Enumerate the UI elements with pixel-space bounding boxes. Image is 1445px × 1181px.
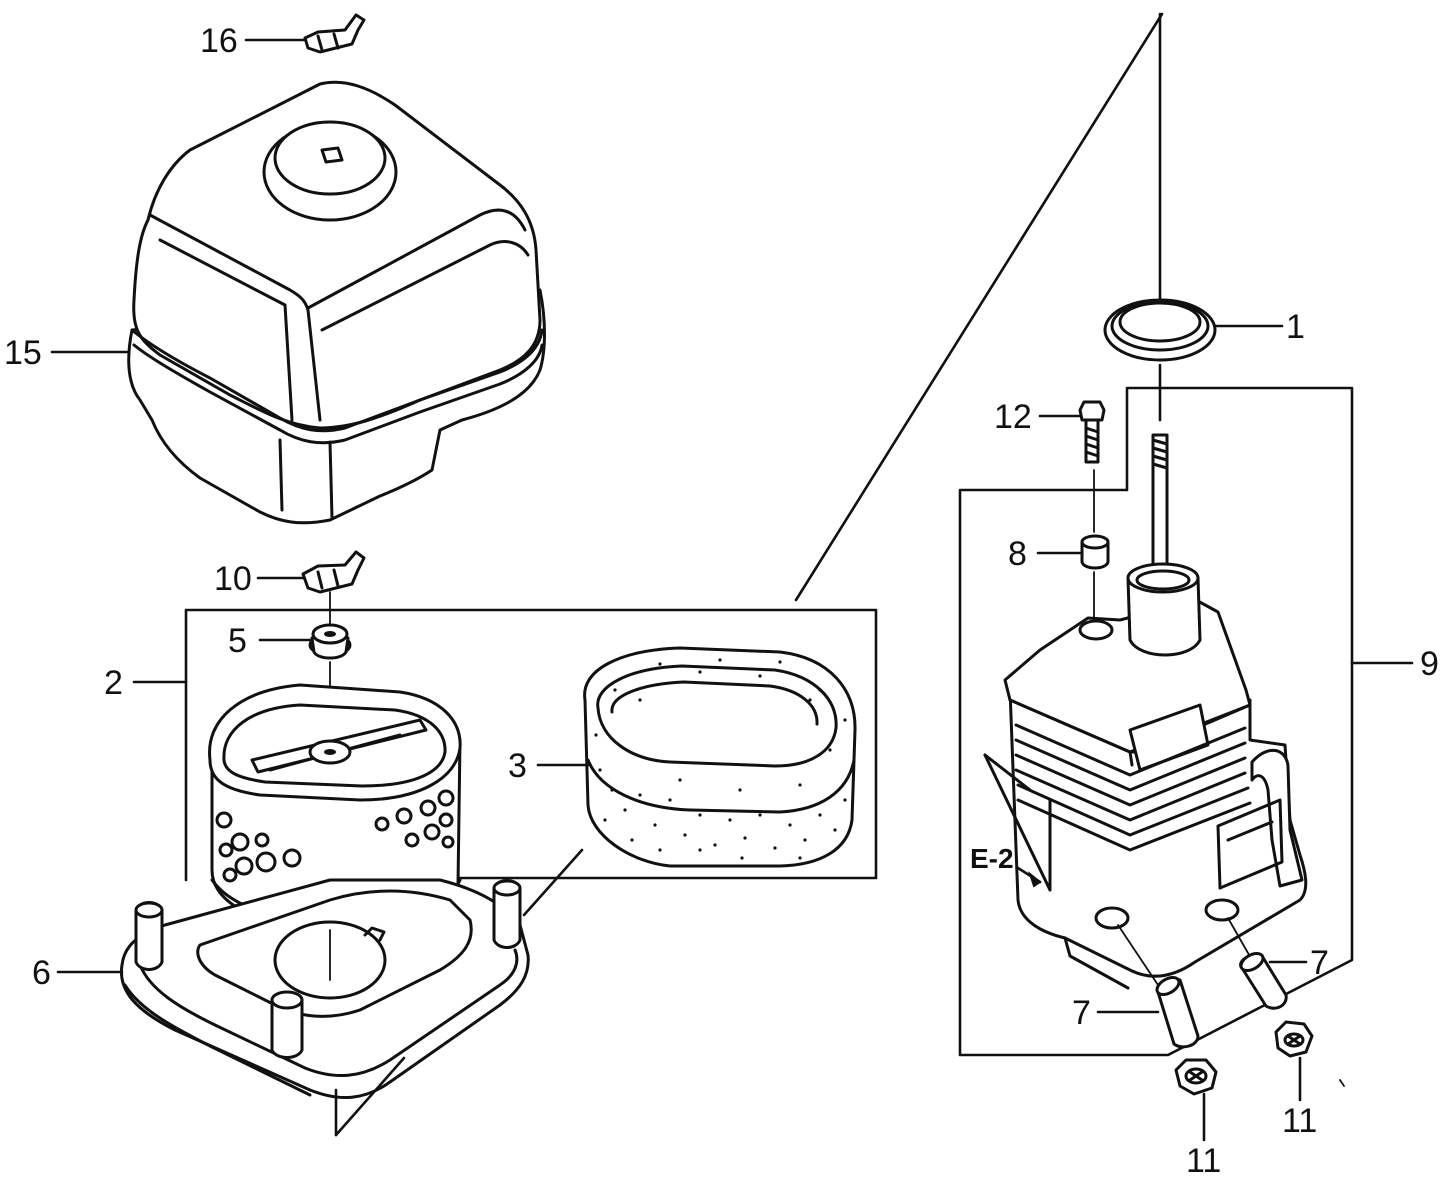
callout-15-label: 15 [4, 334, 42, 372]
callout-7-right: 7 [1268, 944, 1329, 982]
foam-filter-part-3 [583, 646, 857, 868]
callout-16: 16 [200, 22, 306, 60]
callout-3: 3 [508, 747, 590, 785]
callout-7-left-label: 7 [1072, 994, 1091, 1032]
callout-1-label: 1 [1286, 308, 1305, 346]
callout-8-label: 8 [1008, 535, 1027, 573]
callout-10-label: 10 [214, 560, 252, 598]
callout-11-left: 11 [1186, 1092, 1221, 1180]
bolt-part-12 [1078, 400, 1106, 464]
pin-part-7b [1155, 975, 1200, 1049]
callout-9-label: 9 [1420, 645, 1439, 683]
callout-2-label: 2 [104, 664, 123, 702]
leader-hole-pin-b [1227, 917, 1253, 961]
callout-6-label: 6 [32, 954, 51, 992]
callout-8: 8 [1008, 535, 1082, 573]
base-part-6 [119, 878, 530, 1100]
callout-11-right: 11 [1282, 1056, 1317, 1140]
callout-11-left-label: 11 [1186, 1142, 1221, 1180]
callout-16-label: 16 [200, 22, 238, 60]
callout-6: 6 [32, 954, 124, 992]
assembly-bracket-2 [184, 12, 1164, 917]
callout-5: 5 [228, 622, 312, 660]
nut-part-11b [1274, 1020, 1314, 1058]
reference-e2-label: E-2 [970, 843, 1014, 874]
foam-texture [594, 658, 847, 860]
callout-7-left: 7 [1072, 994, 1160, 1032]
assembly-bracket-9 [958, 386, 1354, 1057]
cover-part-15 [127, 80, 546, 525]
case-part-9 [983, 433, 1308, 990]
clip-part-10 [301, 550, 366, 594]
callout-12-label: 12 [994, 398, 1032, 436]
reference-e2: E-2 [970, 843, 1042, 888]
callout-9: 9 [1350, 645, 1439, 683]
base-ref-lines [334, 1056, 406, 1137]
callout-15: 15 [4, 334, 130, 372]
callout-2: 2 [104, 664, 188, 702]
nut-part-11a [1174, 1058, 1218, 1096]
callout-3-label: 3 [508, 747, 527, 785]
callout-12: 12 [994, 398, 1082, 436]
callout-5-label: 5 [228, 622, 247, 660]
callout-7-right-label: 7 [1310, 944, 1329, 982]
seal-part-1 [1103, 298, 1217, 362]
callout-11-right-label: 11 [1282, 1102, 1317, 1140]
pin-part-7a [1239, 951, 1288, 1010]
callout-10: 10 [214, 560, 305, 598]
callout-1: 1 [1213, 308, 1305, 346]
collar-part-8 [1080, 534, 1110, 570]
clip-part-16 [303, 13, 366, 54]
stray-mark [1339, 1079, 1345, 1087]
grommet-part-5 [308, 623, 352, 660]
